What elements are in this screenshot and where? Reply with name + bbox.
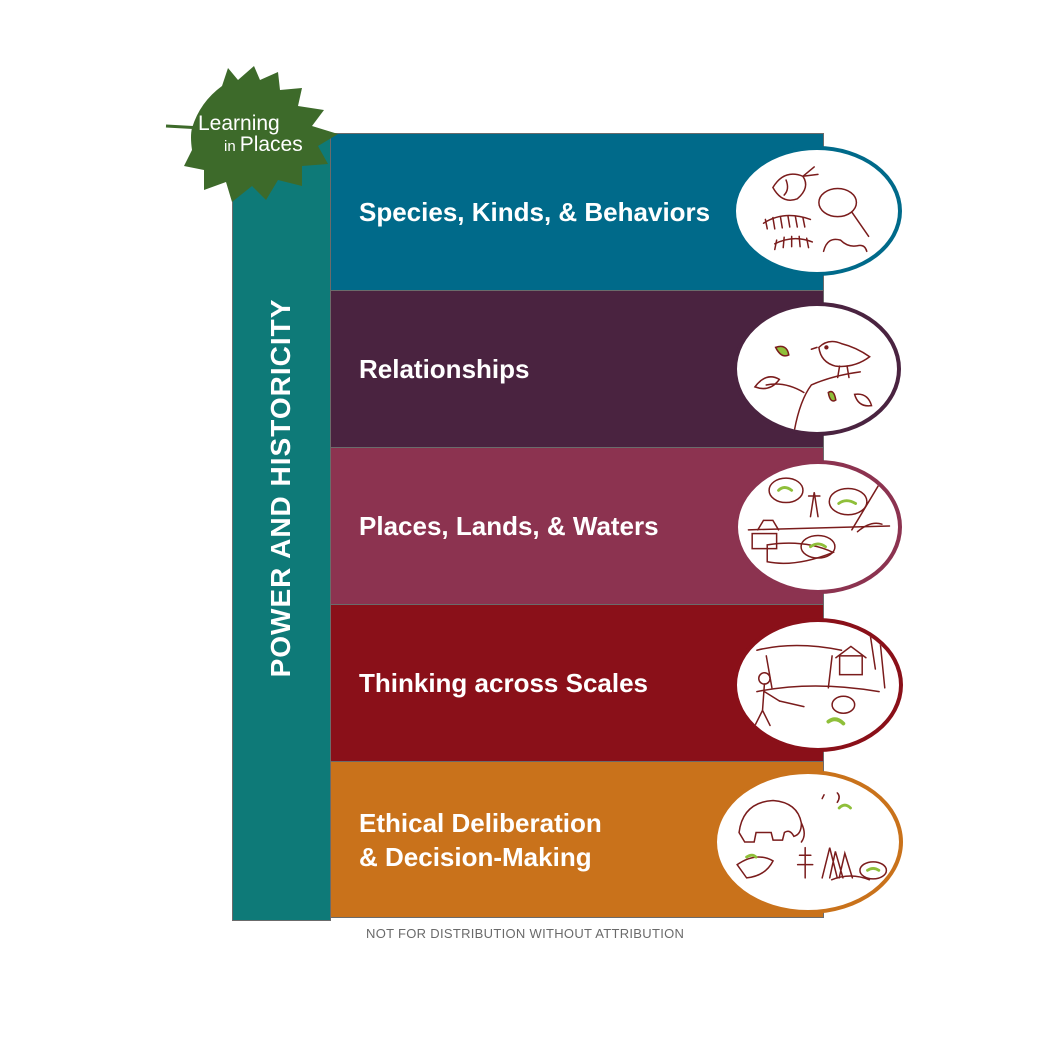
- band-species: Species, Kinds, & Behaviors: [331, 133, 824, 290]
- insects-illustration-icon: [732, 146, 902, 276]
- band-label: Places, Lands, & Waters: [359, 511, 659, 541]
- leaf-logo-icon: [165, 66, 338, 202]
- power-historicity-bar: [232, 133, 331, 921]
- band-label: Ethical Deliberation & Decision-Making: [359, 807, 602, 872]
- mammoth-illustration-icon: [713, 770, 903, 914]
- scales-illustration-icon: [733, 618, 903, 752]
- landscape-illustration-icon: [734, 460, 902, 594]
- logo-line2-small: in: [224, 138, 236, 155]
- band-places: Places, Lands, & Waters: [331, 447, 824, 604]
- logo-line2-large: Places: [239, 133, 303, 156]
- band-label: Species, Kinds, & Behaviors: [359, 197, 711, 227]
- logo-line1: Learning: [198, 112, 280, 135]
- band-label: Relationships: [359, 354, 530, 384]
- band-label: Thinking across Scales: [359, 668, 649, 698]
- footer-notice: NOT FOR DISTRIBUTION WITHOUT ATTRIBUTION: [366, 926, 685, 941]
- bird-branch-illustration-icon: [733, 302, 901, 436]
- side-label: POWER AND HISTORICITY: [265, 298, 296, 678]
